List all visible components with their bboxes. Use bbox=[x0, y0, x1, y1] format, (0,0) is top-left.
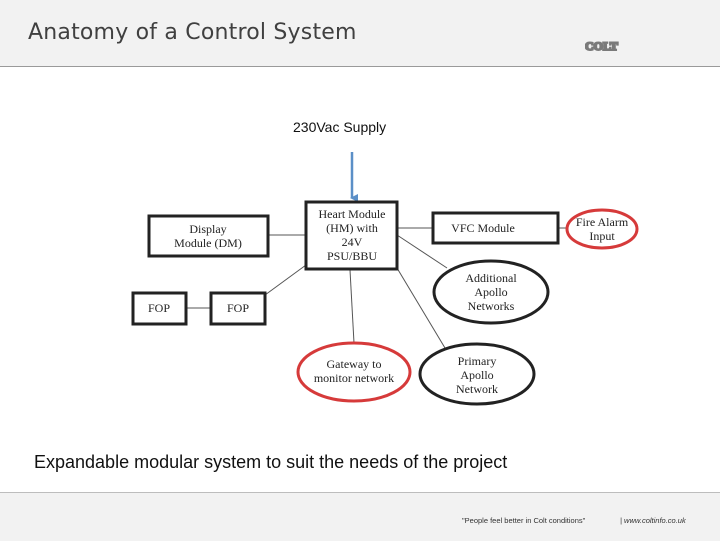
svg-text:COLT: COLT bbox=[585, 39, 618, 53]
gateway-node: Gateway to monitor network bbox=[296, 341, 412, 403]
display-module-node: Display Module (DM) bbox=[147, 214, 270, 258]
connector-hm-primary bbox=[396, 267, 446, 349]
fop-right-node: FOP bbox=[209, 291, 267, 326]
footer-website-link[interactable]: | www.coltinfo.co.uk bbox=[620, 516, 686, 525]
svg-text:Apollo: Apollo bbox=[460, 368, 493, 382]
svg-text:FOP: FOP bbox=[148, 301, 170, 315]
vfc-module-node: VFC Module bbox=[431, 211, 560, 245]
svg-text:Heart Module: Heart Module bbox=[319, 207, 386, 221]
svg-text:monitor network: monitor network bbox=[314, 371, 394, 385]
svg-text:Networks: Networks bbox=[468, 299, 515, 313]
svg-text:VFC Module: VFC Module bbox=[451, 221, 515, 235]
svg-text:Apollo: Apollo bbox=[474, 285, 507, 299]
svg-text:Input: Input bbox=[589, 229, 615, 243]
header-bar: Anatomy of a Control System COLT bbox=[0, 0, 720, 67]
heart-module-node: Heart Module (HM) with 24V PSU/BBU bbox=[304, 200, 399, 271]
supply-label: 230Vac Supply bbox=[293, 119, 387, 135]
svg-text:24V: 24V bbox=[342, 235, 363, 249]
caption-text: Expandable modular system to suit the ne… bbox=[34, 452, 508, 472]
svg-text:(HM) with: (HM) with bbox=[326, 221, 378, 235]
fop-left-node: FOP bbox=[131, 291, 188, 326]
connector-hm-gateway bbox=[349, 269, 355, 344]
additional-apollo-node: Additional Apollo Networks bbox=[432, 259, 550, 325]
svg-text:Primary: Primary bbox=[458, 354, 497, 368]
svg-text:Display: Display bbox=[189, 222, 226, 236]
footer-bar: "People feel better in Colt conditions" … bbox=[0, 492, 720, 541]
footer-tagline: "People feel better in Colt conditions" bbox=[462, 516, 586, 525]
svg-text:PSU/BBU: PSU/BBU bbox=[327, 249, 377, 263]
colt-logo: COLT bbox=[585, 38, 619, 54]
svg-text:Module (DM): Module (DM) bbox=[174, 236, 242, 250]
page-title: Anatomy of a Control System bbox=[28, 20, 357, 45]
svg-text:Additional: Additional bbox=[465, 271, 517, 285]
connector-hm-fop bbox=[264, 264, 307, 296]
svg-text:FOP: FOP bbox=[227, 301, 249, 315]
control-system-diagram: Heart Module (HM) with 24V PSU/BBU Displ… bbox=[131, 152, 639, 406]
fire-alarm-input-node: Fire Alarm Input bbox=[565, 208, 639, 250]
svg-text:Fire Alarm: Fire Alarm bbox=[576, 215, 629, 229]
connector-hm-additional bbox=[396, 234, 448, 269]
primary-apollo-node: Primary Apollo Network bbox=[418, 342, 536, 406]
svg-text:Network: Network bbox=[456, 382, 498, 396]
svg-text:Gateway to: Gateway to bbox=[327, 357, 382, 371]
